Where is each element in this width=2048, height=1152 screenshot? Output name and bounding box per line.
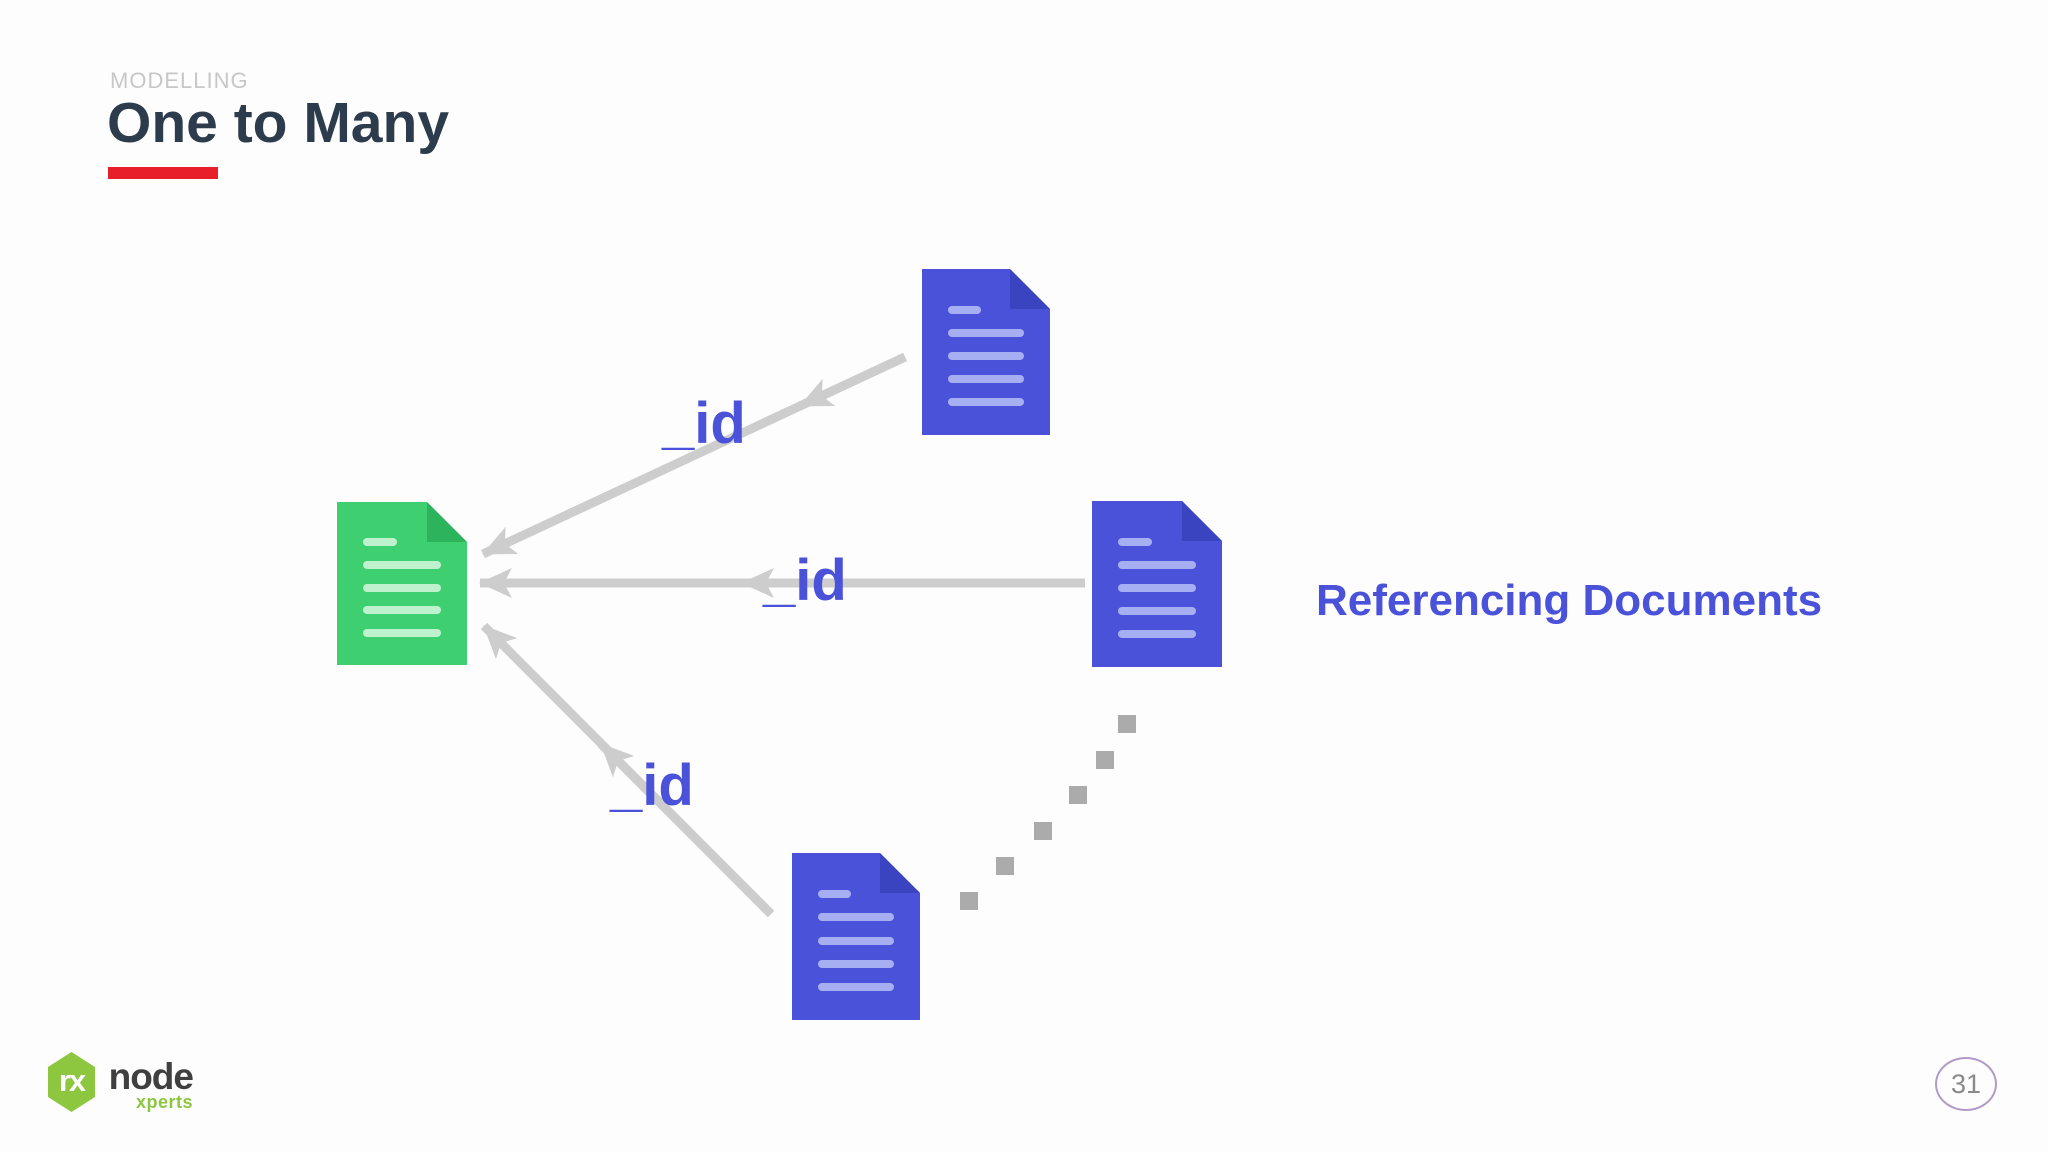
doc-line — [1118, 607, 1196, 616]
dotted-square — [1069, 786, 1087, 804]
nodexperts-logo: rx node xperts — [48, 1052, 198, 1114]
doc-line — [1118, 560, 1196, 569]
page-number: 31 — [1950, 1068, 1982, 1099]
dotted-square — [1096, 751, 1114, 769]
doc-line — [947, 398, 1025, 407]
dotted-square — [960, 892, 978, 910]
logo-name: node — [108, 1056, 194, 1097]
arrow-top-mid-head — [798, 352, 907, 411]
page-title: One to Many — [107, 91, 450, 155]
logo-symbol: rx — [58, 1063, 86, 1098]
doc-line — [363, 606, 441, 615]
doc-line — [363, 560, 441, 569]
doc-line — [817, 959, 895, 968]
doc-fold — [1010, 269, 1050, 309]
id-label-middle: _id — [763, 548, 847, 613]
dotted-square — [1034, 822, 1052, 840]
doc-line — [363, 583, 441, 592]
page-number-badge: 31 — [1935, 1057, 1997, 1111]
parent-document-icon — [337, 502, 467, 665]
title-underline — [108, 167, 218, 179]
doc-line — [1118, 584, 1196, 592]
doc-line — [817, 889, 851, 898]
id-label-bottom: _id — [610, 753, 694, 818]
doc-line — [1118, 630, 1196, 639]
doc-line — [817, 936, 895, 945]
doc-fold — [880, 853, 920, 893]
child-document-icon-middle — [1092, 501, 1222, 667]
logo-suffix: xperts — [135, 1092, 193, 1112]
doc-line — [947, 328, 1025, 337]
dotted-square — [996, 857, 1014, 875]
doc-fold — [1182, 501, 1222, 541]
doc-line — [1118, 537, 1152, 546]
child-document-icon-bottom — [792, 853, 920, 1020]
dotted-square — [1118, 715, 1136, 733]
doc-line — [817, 983, 895, 992]
doc-line — [947, 375, 1025, 384]
referencing-documents-label: Referencing Documents — [1316, 576, 1823, 625]
arrow-bottom-mid-head — [597, 740, 775, 918]
kicker-label: MODELLING — [110, 68, 249, 93]
doc-line — [947, 305, 981, 314]
child-document-icon-top — [922, 269, 1050, 435]
doc-line — [363, 537, 397, 546]
id-label-top: _id — [662, 391, 746, 456]
doc-fold — [427, 502, 467, 542]
doc-line — [817, 913, 895, 922]
doc-line — [363, 629, 441, 638]
doc-line — [947, 352, 1025, 360]
logo-text: node xperts — [97, 1056, 194, 1112]
